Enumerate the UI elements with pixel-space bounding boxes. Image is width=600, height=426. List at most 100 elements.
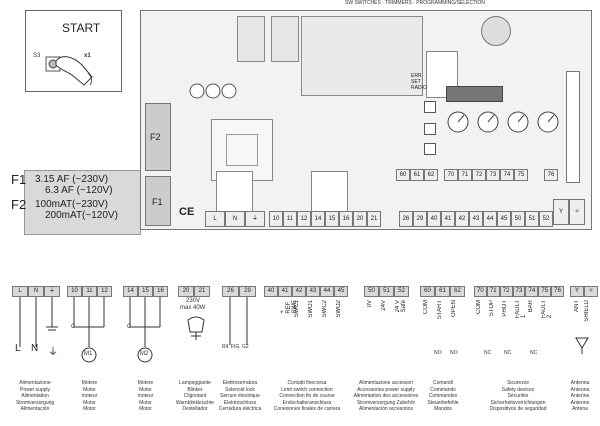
- antenna-icon: [575, 337, 589, 354]
- terminal-header: 70: [474, 286, 487, 297]
- terminal-header: 74: [525, 286, 539, 297]
- terminal: 40: [427, 211, 441, 227]
- terminal-header: 26: [222, 286, 239, 297]
- wire-label: FAULT 1: [515, 300, 527, 319]
- fuse-holder-f2: F2: [145, 103, 171, 171]
- wiring-section: L N ⏚ L N ⏚ 10 11 12 C M1 14 15 16: [0, 286, 600, 426]
- fuse-holder-f2-label: F2: [150, 132, 161, 142]
- terminal-header: 42: [292, 286, 306, 297]
- capacitor-group: [189, 83, 237, 99]
- terminal-header: 62: [450, 286, 465, 297]
- group-limit-switches: 40 41 42 43 44 45 + REF SWE SWC1 SWO1 SW…: [264, 286, 348, 318]
- terminal-header: 12: [97, 286, 112, 297]
- led-labels: ERR SET RADIO: [411, 73, 427, 91]
- terminal-header: 71: [486, 286, 500, 297]
- terminal: 70: [444, 169, 458, 181]
- lock-wires: [229, 297, 248, 345]
- relay: [237, 16, 265, 62]
- push-button[interactable]: [424, 123, 436, 135]
- wire-label: SWC2: [322, 300, 328, 318]
- control-board: F2 F1 CE ERR SET RADIO 60 61 6: [140, 10, 592, 230]
- terminal-header: 11: [82, 286, 97, 297]
- fuse-holder-f1-label: F1: [152, 197, 163, 207]
- wire-label: STOP: [489, 300, 495, 317]
- terminal-header: 41: [278, 286, 292, 297]
- antenna-terminal-strip: Y ✧: [553, 199, 585, 225]
- lock-ref: Rif. FIG. G2: [222, 344, 249, 350]
- lamp-voltage: 230V: [186, 298, 201, 304]
- group-lock: 26 29 Rif. FIG. G2: [222, 286, 256, 352]
- wire-label: N: [31, 343, 39, 354]
- terminal-header: Y: [570, 286, 584, 297]
- fuse-f2-label: F2: [11, 197, 27, 212]
- terminal: 71: [458, 169, 472, 181]
- terminal: 41: [441, 211, 455, 227]
- terminal: 26: [399, 211, 413, 227]
- led-set: SET: [411, 79, 421, 85]
- terminal-header: 20: [178, 286, 194, 297]
- terminal-antenna: ✧: [569, 199, 585, 225]
- group-power: L N ⏚ L N ⏚: [12, 286, 60, 362]
- terminal-header: 76: [551, 286, 565, 297]
- contact-type: NO: [434, 350, 442, 356]
- terminal-l: L: [205, 211, 225, 227]
- lamp-icon: [187, 316, 205, 340]
- motor-label: M1: [84, 351, 93, 357]
- main-module: [301, 16, 423, 96]
- terminal-header: 50: [364, 286, 379, 297]
- wire-label: 0V: [367, 300, 373, 308]
- group-blinker: 20 21 230V max 40W: [178, 286, 210, 340]
- terminal: 15: [325, 211, 339, 227]
- terminal-header: 73: [512, 286, 526, 297]
- terminal-header: 29: [239, 286, 256, 297]
- power-wires: [19, 297, 58, 347]
- terminal-header: 21: [194, 286, 210, 297]
- terminal: 43: [469, 211, 483, 227]
- dip-switch[interactable]: [446, 86, 503, 102]
- wire-label: PHOT: [502, 300, 508, 317]
- relay: [216, 171, 253, 213]
- terminal-header: 51: [379, 286, 394, 297]
- terminal-header: 72: [499, 286, 513, 297]
- ce-mark: CE: [179, 206, 195, 218]
- terminal: 75: [514, 169, 528, 181]
- terminal-header: 14: [123, 286, 138, 297]
- terminal-header: 10: [67, 286, 82, 297]
- push-button[interactable]: [424, 101, 436, 113]
- terminal-header: 75: [538, 286, 552, 297]
- motor-2-wiring: [129, 297, 161, 363]
- accessory-terminal-strip: 26 29 40 41 42 43 44 45 50 51 52: [399, 211, 553, 227]
- wire-label: COM: [423, 300, 429, 314]
- group-commands: 60 61 62 COM START OPEN NO NO: [420, 286, 465, 356]
- push-button[interactable]: [424, 143, 436, 155]
- group-antenna: Y ✧ SHIELD ANT: [570, 286, 598, 354]
- wire-label: SHIELD: [584, 300, 590, 322]
- wire-label: SWO1: [308, 300, 314, 318]
- wire-label: C: [71, 324, 76, 330]
- led-err: ERR: [411, 73, 422, 79]
- upper-terminal-strip: 60 61 62 70 71 72 73 74 75 76: [396, 169, 558, 181]
- side-connector: [566, 71, 580, 183]
- terminal: 14: [311, 211, 325, 227]
- fuse-holder-f1: F1: [145, 176, 171, 226]
- terminal-shield: Y: [553, 199, 569, 225]
- hand-press-icon: [45, 56, 93, 86]
- wire-label: 24V: [381, 300, 387, 311]
- terminal: 62: [424, 169, 438, 181]
- terminal-header: N: [28, 286, 44, 297]
- terminal-header: 60: [420, 286, 435, 297]
- terminal: 20: [353, 211, 367, 227]
- motor-label: M2: [140, 351, 149, 357]
- contact-type: NC: [504, 350, 512, 356]
- terminal: 51: [525, 211, 539, 227]
- terminal: 42: [455, 211, 469, 227]
- terminal: 21: [367, 211, 381, 227]
- power-terminal-strip: L N ⏚: [205, 211, 265, 227]
